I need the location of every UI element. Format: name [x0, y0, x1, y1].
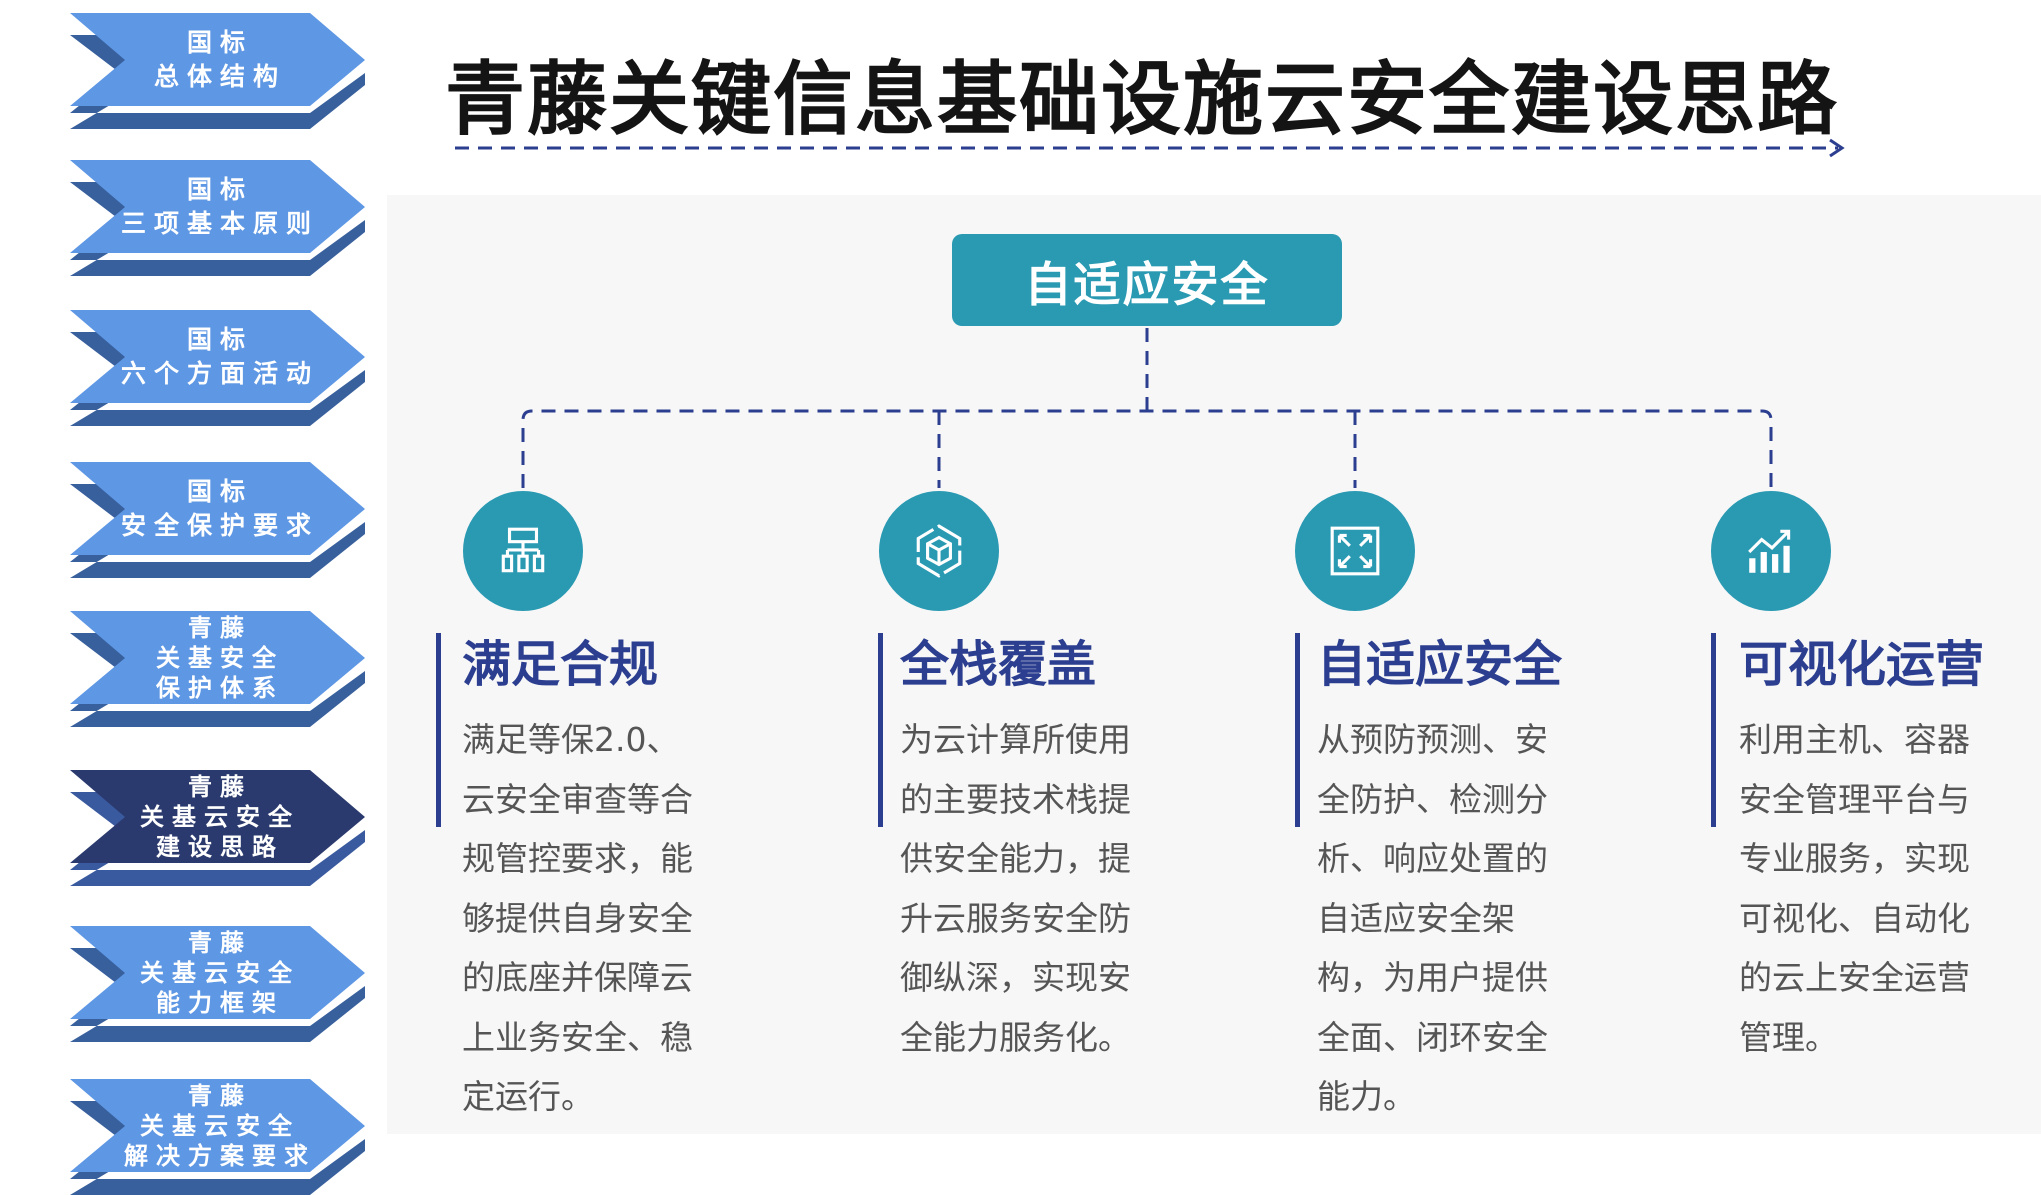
nav-item-label: 青藤: [188, 1081, 252, 1110]
arrow-shape: [70, 310, 365, 426]
body-line: 安全管理平台与: [1739, 779, 1970, 819]
body-line: 可视化、自动化: [1739, 898, 1970, 938]
page-title: 青藤关键信息基础设施云安全建设思路: [445, 53, 1839, 146]
root-node: 自适应安全: [952, 234, 1342, 326]
nav-item-1[interactable]: 国标三项基本原则: [60, 160, 370, 276]
column-title: 自适应安全: [1317, 636, 1563, 693]
accent-bar: [878, 633, 883, 827]
column-body: 利用主机、容器安全管理平台与专业服务，实现可视化、自动化的云上安全运营管理。: [1739, 710, 1970, 1067]
nav-item-3[interactable]: 国标安全保护要求: [60, 462, 370, 578]
body-line: 析、响应处置的: [1317, 839, 1548, 878]
arrow-shape: [70, 611, 365, 727]
body-line: 云安全审查等合: [462, 779, 693, 819]
body-line: 规管控要求，能: [462, 839, 693, 878]
nav-item-label: 保护体系: [156, 673, 284, 702]
accent-bar: [436, 633, 441, 827]
body-line: 全面、闭环安全: [1317, 1017, 1548, 1057]
expand-icon: [1330, 526, 1380, 576]
nav-item-label: 国标: [186, 27, 253, 57]
body-line: 能力。: [1317, 1077, 1416, 1116]
nav-item-4[interactable]: 青藤关基安全保护体系: [60, 611, 370, 727]
arrow-shape: [70, 1079, 365, 1195]
column-title: 全栈覆盖: [900, 636, 1097, 693]
nav-item-7[interactable]: 青藤关基云安全解决方案要求: [60, 1079, 370, 1195]
nav-item-label: 总体结构: [153, 61, 286, 91]
nav-item-label: 国标: [186, 324, 253, 354]
nav-item-label: 建设思路: [156, 832, 284, 861]
accent-bar: [1295, 633, 1300, 827]
nav-item-2[interactable]: 国标六个方面活动: [60, 310, 370, 426]
nav-item-label: 解决方案要求: [124, 1141, 316, 1170]
nav-item-label: 国标: [186, 476, 253, 506]
body-line: 满足等保2.0、: [462, 720, 680, 759]
body-line: 够提供自身安全: [462, 898, 693, 938]
content-panel: [387, 195, 2041, 1134]
body-line: 利用主机、容器: [1739, 720, 1970, 759]
body-line: 从预防预测、安: [1317, 720, 1548, 759]
column-title: 可视化运营: [1739, 636, 1985, 693]
body-line: 的底座并保障云: [462, 958, 693, 997]
nav-item-label: 青藤: [188, 613, 252, 642]
nav-item-label: 关基安全: [156, 643, 284, 672]
body-line: 定运行。: [462, 1077, 594, 1116]
nav-item-label: 关基云安全: [140, 958, 300, 987]
body-line: 构，为用户提供: [1317, 958, 1548, 997]
title-dashed-arrow: [455, 138, 1845, 158]
body-line: 上业务安全、稳: [462, 1017, 693, 1057]
nav-item-label: 三项基本原则: [120, 208, 319, 238]
body-line: 管理。: [1739, 1017, 1838, 1057]
nav-item-label: 能力框架: [156, 988, 284, 1017]
body-line: 全防护、检测分: [1317, 779, 1548, 819]
nav-item-label: 六个方面活动: [120, 358, 319, 388]
arrow-shape: [70, 770, 365, 886]
expand-icon-badge: [1295, 491, 1415, 611]
arrow-shape: [70, 160, 365, 276]
hierarchy-icon-badge: [463, 491, 583, 611]
nav-item-label: 安全保护要求: [120, 510, 319, 540]
cube-icon-badge: [879, 491, 999, 611]
column-body: 满足等保2.0、云安全审查等合规管控要求，能够提供自身安全的底座并保障云上业务安…: [462, 710, 693, 1127]
nav-item-label: 青藤: [188, 772, 252, 801]
body-line: 为云计算所使用: [900, 720, 1131, 759]
nav-item-label: 关基云安全: [140, 802, 300, 831]
arrow-shape: [70, 926, 365, 1042]
cube-icon: [916, 524, 962, 578]
nav-item-label: 国标: [186, 174, 253, 204]
body-line: 的主要技术栈提: [900, 779, 1131, 819]
body-line: 升云服务安全防: [900, 898, 1131, 938]
chart-icon: [1748, 529, 1791, 573]
body-line: 的云上安全运营: [1739, 958, 1970, 997]
nav-item-6[interactable]: 青藤关基云安全能力框架: [60, 926, 370, 1042]
body-line: 供安全能力，提: [900, 839, 1131, 878]
body-line: 专业服务，实现: [1739, 839, 1970, 878]
column-body: 从预防预测、安全防护、检测分析、响应处置的自适应安全架构，为用户提供全面、闭环安…: [1317, 710, 1548, 1127]
nav-item-5[interactable]: 青藤关基云安全建设思路: [60, 770, 370, 886]
chart-icon-badge: [1711, 491, 1831, 611]
body-line: 自适应安全架: [1317, 898, 1515, 938]
column-body: 为云计算所使用的主要技术栈提供安全能力，提升云服务安全防御纵深，实现安全能力服务…: [900, 710, 1131, 1067]
arrow-shape: [70, 13, 365, 129]
nav-item-label: 关基云安全: [140, 1111, 300, 1140]
arrow-shape: [70, 462, 365, 578]
nav-item-label: 青藤: [188, 928, 252, 957]
body-line: 全能力服务化。: [900, 1017, 1131, 1057]
hierarchy-icon: [501, 527, 545, 573]
body-line: 御纵深，实现安: [900, 958, 1131, 997]
nav-item-0[interactable]: 国标总体结构: [60, 13, 370, 129]
accent-bar: [1711, 633, 1716, 827]
column-title: 满足合规: [462, 636, 659, 693]
